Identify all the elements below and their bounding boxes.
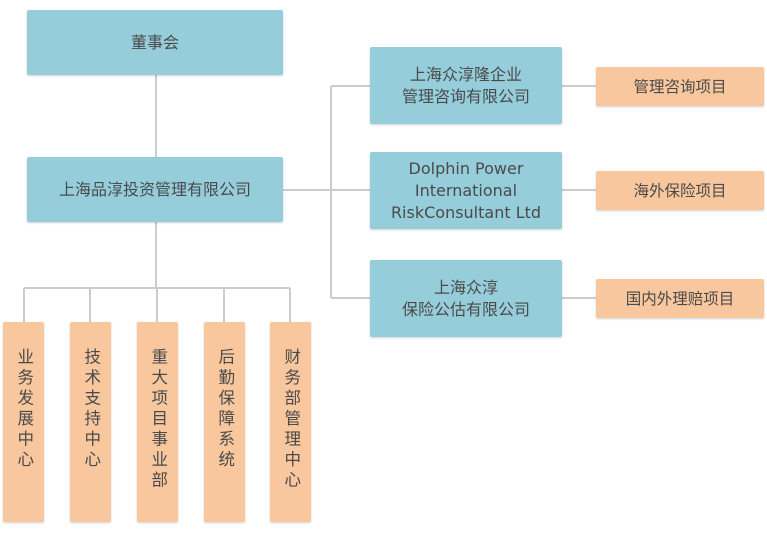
department-box-4: 后勤保障系统: [204, 322, 245, 522]
department-box-5: 财务部管理中心: [270, 322, 311, 522]
subsidiary-label-3: 上海众淳 保险公估有限公司: [401, 277, 530, 319]
parent-company-box: 上海品淳投资管理有限公司: [27, 157, 283, 222]
subsidiary-box-1: 上海众淳隆企业 管理咨询有限公司: [370, 47, 562, 124]
board-label: 董事会: [130, 32, 179, 52]
department-box-3: 重大项目事业部: [137, 322, 178, 522]
project-box-2: 海外保险项目: [596, 171, 764, 210]
department-label-3: 重大项目事业部: [148, 348, 168, 492]
department-label-2: 技术支持中心: [81, 348, 101, 471]
department-box-2: 技术支持中心: [70, 322, 111, 522]
project-box-3: 国内外理赔项目: [596, 279, 764, 318]
department-label-5: 财务部管理中心: [281, 348, 301, 492]
department-box-1: 业务发展中心: [3, 322, 44, 522]
subsidiary-label-1: 上海众淳隆企业 管理咨询有限公司: [401, 64, 530, 106]
subsidiary-label-2: Dolphin Power International RiskConsulta…: [390, 158, 542, 222]
project-label-3: 国内外理赔项目: [625, 289, 735, 308]
department-label-1: 业务发展中心: [14, 348, 34, 471]
parent-company-label: 上海品淳投资管理有限公司: [58, 179, 251, 199]
subsidiary-box-2: Dolphin Power International RiskConsulta…: [370, 152, 562, 229]
subsidiary-box-3: 上海众淳 保险公估有限公司: [370, 260, 562, 337]
board-box: 董事会: [27, 10, 283, 75]
project-label-2: 海外保险项目: [633, 181, 727, 200]
project-box-1: 管理咨询项目: [596, 67, 764, 106]
project-label-1: 管理咨询项目: [633, 77, 727, 96]
department-label-4: 后勤保障系统: [215, 348, 235, 471]
